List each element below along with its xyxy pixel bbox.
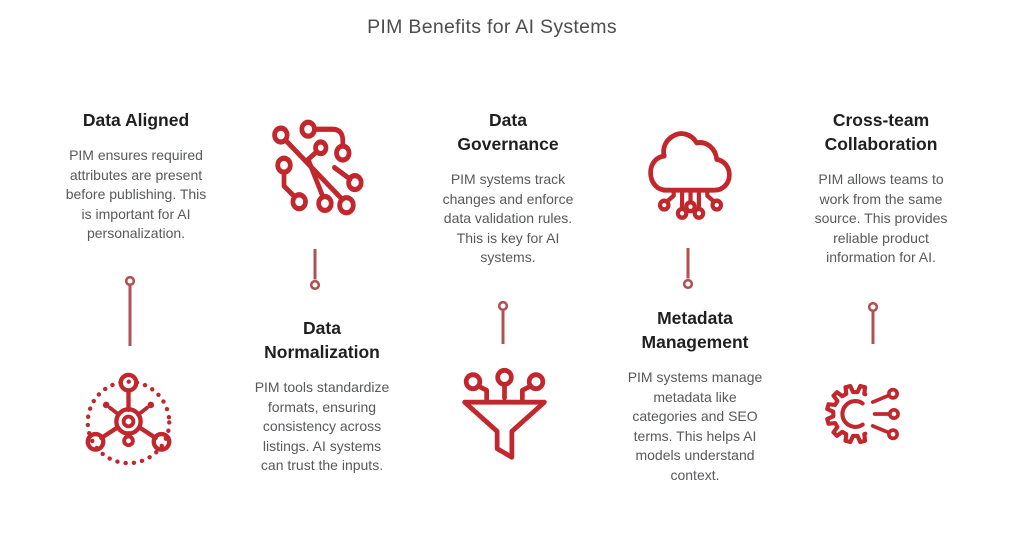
column-data-aligned-text: Data Aligned PIM ensures required attrib… — [41, 108, 231, 244]
connector-line — [867, 302, 879, 344]
column-body: PIM allows teams to work from the same s… — [814, 171, 948, 265]
connector-line — [497, 301, 509, 344]
column-title: Data Governance — [457, 110, 559, 154]
connector-line — [124, 276, 136, 346]
column-body: PIM systems manage metadata like categor… — [627, 369, 763, 483]
column-cross-team-collaboration-text: Cross-team Collaboration PIM allows team… — [786, 108, 976, 268]
column-data-governance-text: Data Governance PIM systems track change… — [413, 108, 603, 268]
circuit-branches-icon — [272, 119, 364, 216]
column-body: PIM systems track changes and enforce da… — [442, 171, 574, 265]
column-body: PIM tools standardize formats, ensuring … — [254, 379, 390, 473]
gear-circuit-icon — [825, 383, 900, 445]
connector-line — [309, 249, 321, 291]
column-title: Data Aligned — [82, 110, 190, 130]
funnel-circuit-icon — [462, 367, 547, 460]
column-metadata-management-text: Metadata Management PIM systems manage m… — [600, 306, 790, 485]
cloud-circuit-icon — [648, 131, 732, 220]
column-body: PIM ensures required attributes are pres… — [65, 147, 207, 241]
column-title: Metadata Management — [641, 308, 749, 352]
column-title: Cross-team Collaboration — [824, 110, 938, 154]
connector-line — [682, 248, 694, 290]
page-title: PIM Benefits for AI Systems — [367, 16, 617, 38]
column-data-normalization-text: Data Normalization PIM tools standardize… — [227, 316, 417, 476]
network-nodes-icon — [85, 372, 172, 466]
column-title: Data Normalization — [264, 318, 380, 362]
